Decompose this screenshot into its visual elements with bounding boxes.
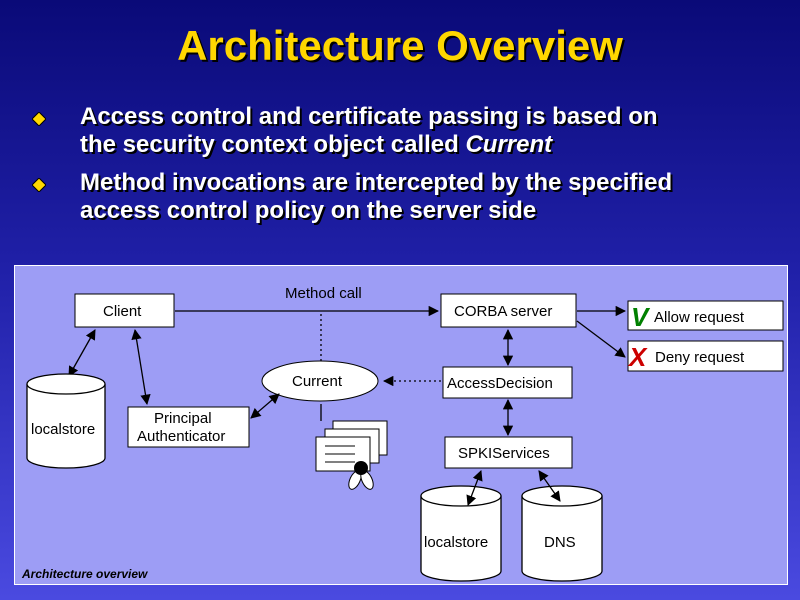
deny-arrow (576, 320, 626, 358)
bullet-item: Method invocations are intercepted by th… (30, 169, 790, 225)
bullet-line: the security context object called (80, 131, 466, 158)
diamond-bullet-icon (32, 112, 46, 126)
current-ellipse (261, 360, 379, 402)
client-box (74, 293, 175, 328)
spki-dns-arrow (538, 470, 561, 502)
principal-authenticator-box (127, 406, 250, 448)
bullet-line: Access control and certificate passing i… (80, 103, 658, 130)
spki-localstore-arrow (466, 470, 483, 506)
architecture-diagram: Method call Client CORBA server V Allow … (14, 265, 788, 585)
allow-request-box (627, 300, 784, 331)
client-principal-arrow (131, 328, 151, 406)
access-decision-box (442, 366, 573, 399)
diagram-caption: Architecture overview (21, 567, 148, 581)
client-label: Client (103, 303, 142, 320)
deny-request-box (627, 340, 784, 372)
bullet-list: Access control and certificate passing i… (30, 103, 790, 235)
principal-current-arrow (250, 393, 280, 419)
emphasis-text: Current (465, 131, 553, 158)
authenticator-label: Authenticator (137, 428, 225, 445)
client-localstore-arrow (68, 329, 96, 377)
slide-title: Architecture Overview (177, 22, 623, 69)
cross-icon: X (627, 342, 648, 372)
diamond-bullet-icon (32, 178, 46, 192)
localstore-bottom-label: localstore (424, 534, 488, 551)
bullet-item: Access control and certificate passing i… (30, 103, 790, 159)
spki-services-label: SPKIServices (458, 445, 550, 462)
dns-label: DNS (544, 534, 576, 551)
corba-server-box (440, 293, 577, 328)
bullet-line: Method invocations are intercepted by th… (80, 169, 673, 196)
bullet-line: access control policy on the server side (80, 197, 537, 224)
method-call-label: Method call (285, 285, 362, 302)
certificate-icon (315, 404, 388, 490)
allow-request-label: Allow request (654, 309, 745, 326)
access-decision-label: AccessDecision (447, 375, 553, 392)
check-icon: V (631, 302, 651, 332)
corba-server-label: CORBA server (454, 303, 552, 320)
current-label: Current (292, 373, 343, 390)
spki-services-box (444, 436, 573, 469)
localstore-left-label: localstore (31, 421, 95, 438)
deny-request-label: Deny request (655, 349, 745, 366)
diagram-canvas: Method call Client CORBA server V Allow … (21, 285, 784, 582)
localstore-left-cylinder (26, 373, 106, 469)
principal-label: Principal (154, 410, 212, 427)
